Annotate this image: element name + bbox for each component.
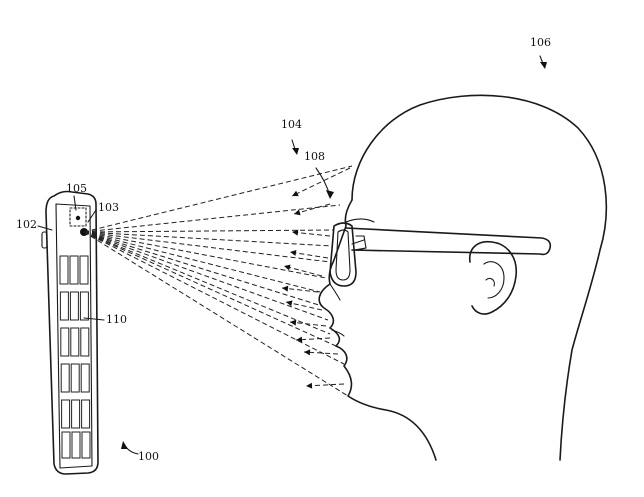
- phone-outer-body: [45, 190, 99, 475]
- incident-ray: [83, 231, 349, 397]
- app-icon: [70, 363, 80, 393]
- ear-inner: [483, 261, 505, 299]
- label-104: 104: [281, 118, 302, 131]
- app-icon: [79, 291, 89, 321]
- leader-105: [73, 195, 77, 211]
- app-icon: [80, 327, 90, 357]
- sensor-dot: [75, 215, 81, 221]
- leader-108-arrowhead: [326, 190, 334, 199]
- app-icon: [59, 255, 69, 285]
- label-108: 108: [304, 150, 325, 163]
- reflected-ray: [291, 231, 331, 237]
- face-profile: [318, 199, 437, 461]
- reflected-ray-arrowhead: [292, 229, 299, 236]
- app-icon: [70, 327, 80, 357]
- reflected-ray-arrowhead: [292, 190, 299, 197]
- reflected-ray: [293, 203, 331, 215]
- reflected-ray-arrowhead: [286, 300, 293, 307]
- eyewear-front-frame: [329, 222, 357, 287]
- app-icon: [69, 255, 79, 285]
- sensor-window: [69, 207, 87, 227]
- label-102: 102: [16, 218, 37, 231]
- incident-ray: [83, 231, 331, 263]
- dock-icon: [61, 431, 71, 459]
- dock-icon: [81, 431, 91, 459]
- reflected-ray-arrowhead: [282, 285, 289, 292]
- reflected-ray: [283, 265, 323, 277]
- incident-ray: [83, 231, 321, 293]
- label-103: 103: [98, 201, 119, 214]
- ear-outer: [468, 240, 517, 315]
- head-profile: [351, 94, 608, 461]
- app-icon: [71, 399, 81, 429]
- app-icon: [60, 363, 70, 393]
- eyewear-temple-arm: [345, 227, 552, 256]
- reflected-ray-arrowhead: [296, 336, 303, 343]
- incident-ray: [83, 165, 353, 233]
- mouth-detail: [331, 329, 345, 337]
- label-106: 106: [530, 36, 551, 49]
- reflection-arrows: [281, 167, 351, 389]
- light-rays: [83, 165, 353, 397]
- leader-102: [37, 225, 53, 231]
- reflected-ray-arrowhead: [290, 249, 297, 256]
- eyewear: [329, 222, 552, 287]
- incident-ray: [83, 231, 331, 335]
- incident-ray: [83, 231, 323, 307]
- eyebrow: [345, 218, 375, 223]
- incident-ray: [83, 229, 335, 233]
- app-icon: [79, 255, 89, 285]
- incident-ray: [83, 231, 337, 347]
- nose-detail: [329, 283, 341, 301]
- reflected-ray: [291, 167, 351, 197]
- incident-ray: [83, 204, 341, 233]
- eyewear-hinge: [355, 235, 367, 251]
- app-icon: [61, 399, 71, 429]
- incident-ray: [83, 231, 329, 321]
- reflected-ray-arrowhead: [306, 382, 313, 389]
- reflected-ray: [305, 383, 345, 387]
- phone-device: [41, 190, 99, 475]
- reflected-ray-arrowhead: [294, 209, 301, 216]
- app-icon: [59, 291, 69, 321]
- app-icon: [81, 399, 91, 429]
- label-105: 105: [66, 182, 87, 195]
- leader-110: [83, 317, 105, 321]
- leader-lines: [37, 55, 547, 455]
- reflected-ray-arrowhead: [284, 264, 291, 271]
- incident-ray: [83, 231, 345, 365]
- reflected-ray: [289, 321, 327, 327]
- leader-104-arrowhead: [292, 148, 299, 155]
- reflected-ray: [289, 251, 329, 259]
- reflected-ray-arrowhead: [304, 349, 311, 356]
- side-button: [41, 231, 48, 249]
- leader-106-arrowhead: [540, 62, 547, 69]
- reflected-ray: [281, 287, 319, 293]
- reflected-ray-arrowhead: [290, 319, 297, 326]
- eyewear-lens: [335, 229, 351, 281]
- dock-icon: [71, 431, 81, 459]
- app-icon: [69, 291, 79, 321]
- phone-screen-bezel: [55, 203, 93, 469]
- app-icon: [80, 363, 90, 393]
- app-icon-grid: [59, 255, 91, 459]
- app-icon: [60, 327, 70, 357]
- leader-100-arrowhead: [121, 441, 128, 449]
- leader-103: [87, 209, 97, 223]
- label-110: 110: [106, 313, 127, 326]
- label-100: 100: [138, 450, 159, 463]
- incident-ray: [83, 231, 327, 279]
- incident-ray: [83, 231, 333, 247]
- user-head: [318, 94, 608, 461]
- reflected-ray: [285, 301, 323, 311]
